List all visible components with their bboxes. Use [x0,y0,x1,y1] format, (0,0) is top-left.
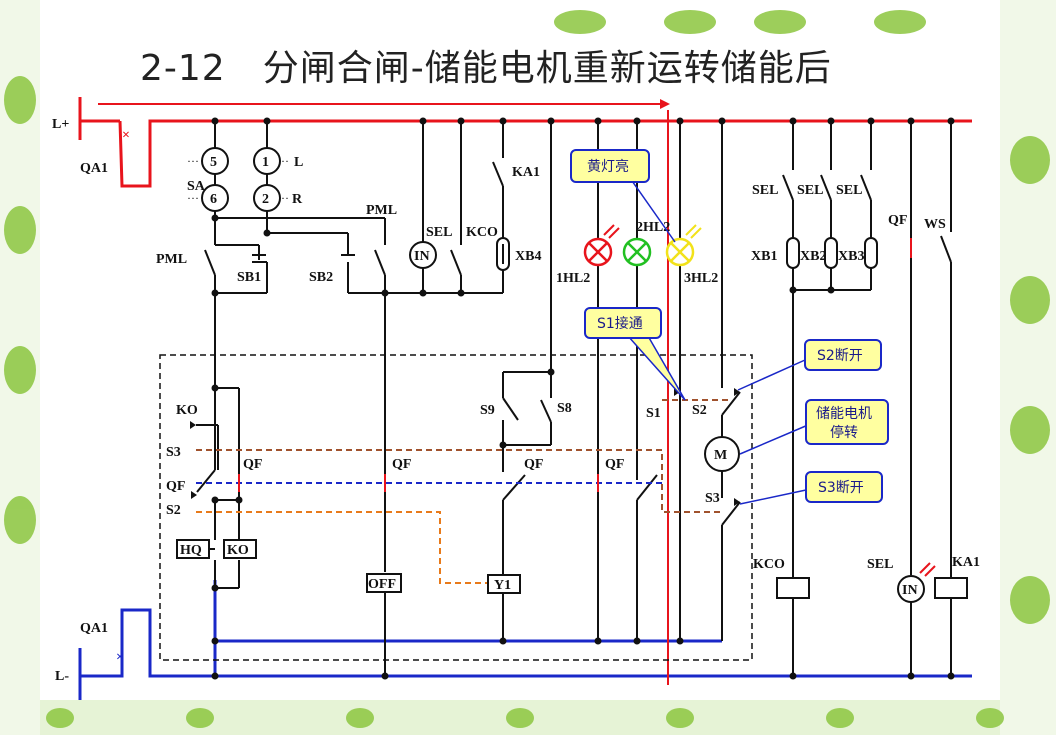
contact-5: 5 [210,155,217,170]
qa1-top-break-icon: × [122,128,130,143]
svg-text:S1接通: S1接通 [597,315,643,332]
label-r: R [292,192,303,207]
lamp-2hl2-green [622,237,652,267]
callout-s3-off: S3断开 [739,471,883,505]
svg-text:Y1: Y1 [494,578,511,593]
label-sel-bottom: SEL [867,557,893,572]
label-ws: WS [924,217,946,232]
label-qf-right: QF [888,213,907,228]
svg-text:IN: IN [902,583,918,598]
label-qa1-bottom: QA1 [80,621,108,636]
label-s2-mid: S2 [692,403,707,418]
label-qf-c: QF [524,457,543,472]
coil-y1: Y1 [487,574,521,594]
sa-selector: 5 1 6 2 ··· ·· ··· ·· L R SA [187,147,303,212]
svg-text:···: ··· [187,191,199,205]
label-3hl2: 3HL2 [684,271,718,286]
label-l: L [294,155,303,170]
label-ka1-top: KA1 [512,165,540,180]
label-s9: S9 [480,403,495,418]
contact-6: 6 [210,192,217,207]
label-qa1-top: QA1 [80,161,108,176]
svg-text:KCO: KCO [753,557,785,572]
svg-text:··: ·· [281,191,289,205]
svg-text:HQ: HQ [180,543,202,558]
lamp-1hl2-red [583,224,620,267]
coil-hq: HQ [176,539,210,559]
label-qf-left: QF [166,479,185,494]
linkage-lines [196,399,728,584]
svg-text:KA1: KA1 [952,555,980,570]
label-xb1: XB1 [751,249,777,264]
svg-text:IN: IN [414,249,430,264]
label-sb2: SB2 [309,270,333,285]
label-s3-mid: S3 [705,491,720,506]
label-xb3: XB3 [838,249,864,264]
svg-text:黄灯亮: 黄灯亮 [587,158,629,175]
coil-ko: KO [223,539,257,559]
label-1hl2: 1HL2 [556,271,590,286]
svg-text:停转: 停转 [830,424,858,441]
callout-s2-off: S2断开 [737,339,882,391]
svg-text:M: M [714,448,727,463]
callout-s1-on: S1接通 [584,307,686,401]
label-sel-2: SEL [797,183,823,198]
label-qf-a: QF [243,457,262,472]
label-sel-3: SEL [836,183,862,198]
label-pml-right: PML [366,203,397,218]
xb-links-right [786,237,878,269]
coil-ka1-bottom: KA1 [934,555,980,599]
junction-dots [211,117,955,680]
label-s2-left: S2 [166,503,181,518]
label-sa: SA [187,179,206,194]
in-indicator-top: IN [409,241,437,269]
callout-motor-stop: 储能电机 停转 [739,399,889,455]
page-title: 2-12 分闸合闸-储能电机重新运转储能后 [140,48,832,89]
control-wiring [196,121,952,676]
label-sel-1: SEL [752,183,778,198]
label-qf-b: QF [392,457,411,472]
label-s1: S1 [646,406,661,421]
svg-text:···: ··· [187,154,199,168]
svg-text:··: ·· [281,154,289,168]
mechanism-box [159,354,753,661]
label-pml-left: PML [156,252,187,267]
qf-markers [238,474,599,492]
current-flow-arrow [98,99,670,109]
svg-text:KO: KO [227,543,249,558]
coil-kco-bottom: KCO [753,557,810,599]
contact-2: 2 [262,192,269,207]
label-ko: KO [176,403,198,418]
label-neg-rail: L- [55,669,69,684]
lamp-3hl2-yellow [665,224,702,267]
svg-text:S2断开: S2断开 [817,348,863,364]
svg-text:储能电机: 储能电机 [816,406,872,422]
label-s3-left: S3 [166,445,181,460]
qa1-bottom-break-icon: × [116,650,124,665]
label-s8: S8 [557,401,572,416]
label-kco-top: KCO [466,225,498,240]
svg-text:S3断开: S3断开 [818,480,864,496]
label-xb2: XB2 [800,249,826,264]
coil-off: OFF [366,573,402,593]
label-sel-left: SEL [426,225,452,240]
contact-1: 1 [262,155,269,170]
svg-text:OFF: OFF [368,577,396,592]
svg-text:XB4: XB4 [515,249,541,264]
in-indicator-bottom: IN [897,562,936,603]
motor-m: M [704,436,740,472]
label-pos-rail: L+ [52,117,69,132]
label-sb1: SB1 [237,270,261,285]
callout-yellow-lamp: 黄灯亮 [570,149,676,243]
xb4-link: XB4 [496,237,541,271]
label-qf-d: QF [605,457,624,472]
